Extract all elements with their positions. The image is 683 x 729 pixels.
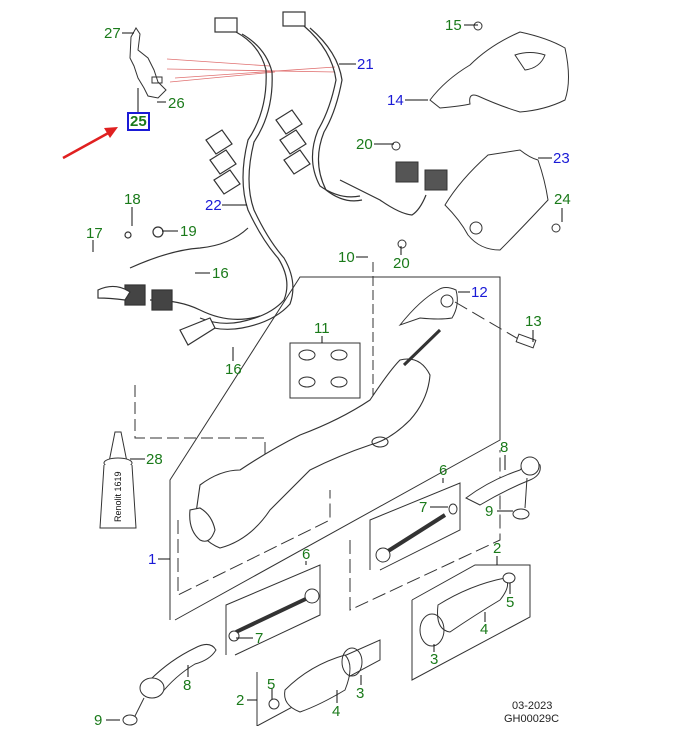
harness-connectors	[339, 141, 448, 249]
callout-16-upper[interactable]: 16	[212, 265, 229, 282]
callout-2-left[interactable]: 2	[236, 692, 245, 709]
callout-11[interactable]: 11	[314, 320, 330, 337]
bushing-kit-box	[289, 342, 361, 399]
inner-tie-rod-right	[369, 482, 461, 571]
callout-14[interactable]: 14	[387, 92, 404, 109]
callout-5-left[interactable]: 5	[267, 676, 276, 693]
reference-lines	[166, 58, 336, 83]
callout-4-right[interactable]: 4	[480, 621, 489, 638]
callout-16-lower[interactable]: 16	[225, 361, 242, 378]
callout-10[interactable]: 10	[338, 249, 355, 266]
callout-8-left[interactable]: 8	[183, 677, 192, 694]
callout-9-left[interactable]: 9	[94, 712, 103, 729]
callout-24[interactable]: 24	[554, 191, 571, 208]
callout-7-right[interactable]: 7	[419, 499, 428, 516]
callout-5-right[interactable]: 5	[506, 594, 515, 611]
boot-kit-left	[256, 639, 381, 726]
callout-13[interactable]: 13	[525, 313, 542, 330]
callout-1[interactable]: 1	[148, 551, 157, 568]
callout-21[interactable]: 21	[357, 56, 374, 73]
tie-rod-end-left	[122, 644, 217, 726]
bracket-part	[129, 27, 167, 99]
steering-rack	[189, 328, 442, 549]
callout-25-highlighted[interactable]: 25	[127, 112, 150, 131]
callout-3-left[interactable]: 3	[356, 685, 365, 702]
wiring-harness-22	[97, 226, 261, 346]
callout-26[interactable]: 26	[168, 95, 185, 112]
callout-18[interactable]: 18	[124, 191, 141, 208]
heat-shield-14	[429, 21, 569, 113]
callout-17[interactable]: 17	[86, 225, 103, 242]
callout-6-left[interactable]: 6	[302, 546, 311, 563]
callout-7-left[interactable]: 7	[255, 630, 264, 647]
footer-date: 03-2023	[512, 700, 553, 712]
mount-12	[398, 287, 537, 349]
shield-23	[444, 149, 561, 251]
callout-8-right[interactable]: 8	[500, 439, 509, 456]
callout-9-right[interactable]: 9	[485, 503, 494, 520]
boot-kit-right	[411, 564, 531, 681]
grease-tube-label: Renolit 1619	[113, 471, 123, 522]
callout-12[interactable]: 12	[471, 284, 488, 301]
inner-tie-rod-left	[225, 564, 321, 656]
steering-gear-frame	[134, 276, 501, 621]
callout-20-top[interactable]: 20	[356, 136, 373, 153]
wiring-harness-21	[199, 11, 363, 330]
callout-2-right[interactable]: 2	[493, 540, 502, 557]
callout-15[interactable]: 15	[445, 17, 462, 34]
callout-28[interactable]: 28	[146, 451, 163, 468]
footer-code: GH00029C	[504, 713, 560, 725]
grease-tube-28	[99, 431, 137, 529]
leader-lines	[92, 24, 563, 721]
pointer-arrow	[62, 127, 118, 160]
callout-23[interactable]: 23	[553, 150, 570, 167]
callout-22[interactable]: 22	[205, 197, 222, 214]
callout-20-bottom[interactable]: 20	[393, 255, 410, 272]
callout-27[interactable]: 27	[104, 25, 121, 42]
tie-rod-end-right	[465, 456, 541, 520]
callout-3-right[interactable]: 3	[430, 651, 439, 668]
callout-6-right[interactable]: 6	[439, 462, 448, 479]
callout-4-left[interactable]: 4	[332, 703, 341, 720]
callout-19[interactable]: 19	[180, 223, 197, 240]
